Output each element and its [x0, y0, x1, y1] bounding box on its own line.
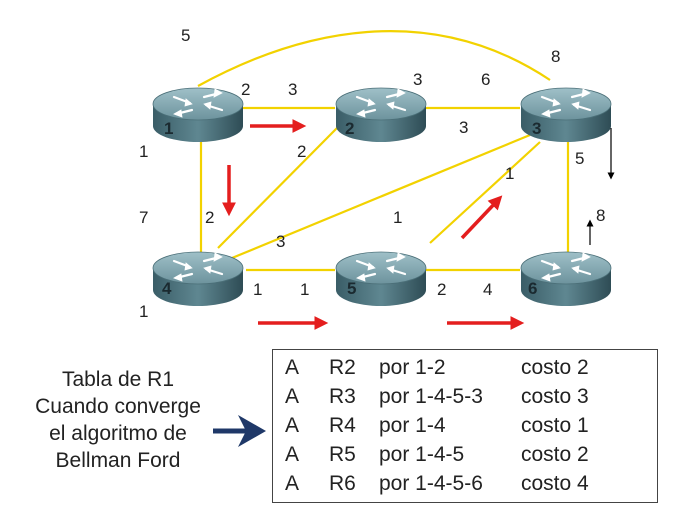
dest-cell: A	[285, 356, 300, 379]
pointer-arrow	[213, 415, 266, 447]
router-label: 1	[164, 119, 173, 138]
link-label: 2	[205, 208, 215, 227]
router-3: 3	[519, 86, 613, 144]
link-label: 2	[241, 80, 251, 99]
link-2-4	[217, 127, 338, 249]
link-1-3	[197, 30, 551, 87]
path-cell: por 1-4-5-6	[379, 472, 483, 495]
link-label: 8	[596, 206, 606, 225]
dest-cell: A	[285, 443, 300, 466]
router-5: 5	[334, 250, 428, 308]
dest-cell: A	[285, 414, 300, 437]
link-3-4	[231, 133, 531, 260]
cost-cell: costo 4	[521, 472, 589, 495]
link-label: 1	[393, 208, 403, 227]
router-cell: R6	[329, 472, 356, 495]
routing-table: A R2 por 1-2 costo 2 A R3 por 1-4-5-3 co…	[272, 349, 658, 503]
link-label: 3	[459, 118, 469, 137]
link-label: 3	[288, 80, 298, 99]
link-label: 2	[297, 142, 307, 161]
link-label: 5	[181, 26, 191, 45]
router-label: 2	[345, 119, 354, 138]
update-arrows	[586, 128, 615, 245]
router-1: 1	[151, 86, 245, 144]
path-cell: por 1-2	[379, 356, 446, 379]
table-row: A R3 por 1-4-5-3 costo 3	[273, 383, 657, 411]
router-6: 6	[519, 250, 613, 308]
router-cell: R4	[329, 414, 356, 437]
router-label: 5	[347, 279, 356, 298]
path-cell: por 1-4-5	[379, 443, 465, 466]
router-label: 6	[528, 279, 537, 298]
caption-line: Cuando converge	[35, 395, 201, 418]
link-label: 3	[413, 70, 423, 89]
cost-cell: costo 2	[521, 443, 589, 466]
link-label: 1	[253, 280, 263, 299]
routing-table-caption: Tabla de R1 Cuando converge el algoritmo…	[18, 366, 218, 474]
cost-cell: costo 1	[521, 414, 589, 437]
link-5-3	[429, 141, 541, 244]
caption-line: el algoritmo de	[49, 422, 187, 445]
links	[197, 30, 570, 272]
table-row: A R5 por 1-4-5 costo 2	[273, 441, 657, 469]
link-label: 7	[139, 208, 149, 227]
link-label: 6	[481, 70, 491, 89]
link-label: 3	[276, 232, 286, 251]
link-label: 1	[300, 280, 310, 299]
flow-arrow-5-3	[460, 195, 503, 240]
table-row: A R6 por 1-4-5-6 costo 4	[273, 470, 657, 498]
link-label: 8	[551, 47, 561, 66]
cost-cell: costo 2	[521, 356, 589, 379]
router-cell: R2	[329, 356, 356, 379]
cost-cell: costo 3	[521, 385, 589, 408]
router-cell: R5	[329, 443, 356, 466]
link-label: 1	[139, 302, 149, 321]
link-label: 4	[483, 280, 493, 299]
router-cell: R3	[329, 385, 356, 408]
dest-cell: A	[285, 472, 300, 495]
table-row: A R4 por 1-4 costo 1	[273, 412, 657, 440]
router-2: 2	[334, 86, 428, 144]
path-cell: por 1-4-5-3	[379, 385, 483, 408]
link-label: 5	[575, 149, 585, 168]
caption-line: Tabla de R1	[61, 368, 175, 391]
dest-cell: A	[285, 385, 300, 408]
link-label: 1	[139, 142, 149, 161]
router-4: 4	[151, 250, 245, 308]
router-label: 4	[162, 279, 172, 298]
caption-line: Bellman Ford	[55, 449, 181, 472]
router-label: 3	[532, 119, 541, 138]
flow-arrows	[222, 119, 525, 330]
link-label: 1	[505, 164, 515, 183]
link-label: 2	[437, 280, 447, 299]
table-row: A R2 por 1-2 costo 2	[273, 354, 657, 382]
path-cell: por 1-4	[379, 414, 446, 437]
